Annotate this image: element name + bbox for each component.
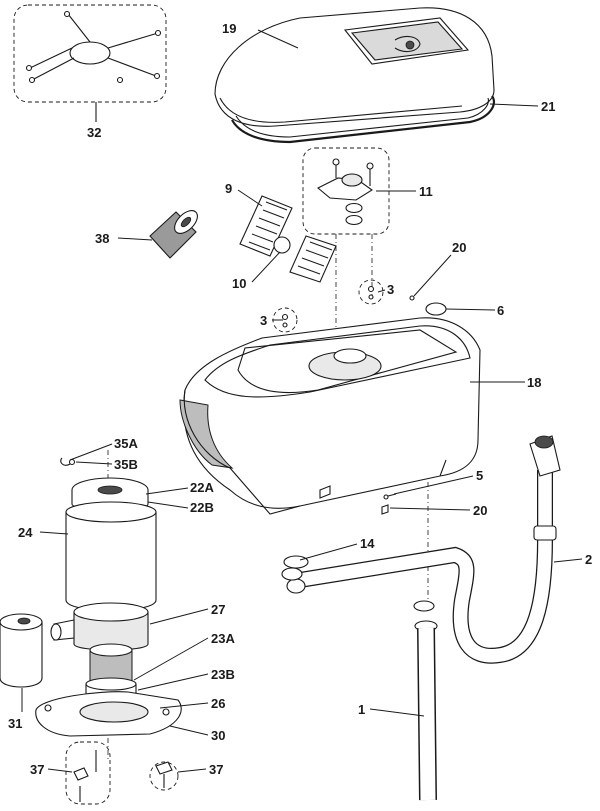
detail-32-hardware-kit xyxy=(13,4,167,122)
filter-part-10 xyxy=(273,235,337,283)
detail-11-valve-assembly xyxy=(302,147,390,235)
label-20-top: 20 xyxy=(452,240,466,255)
label-35b: 35B xyxy=(114,457,138,472)
pump-part-31 xyxy=(0,613,43,688)
tank-part-18 xyxy=(179,317,481,515)
leader-lines xyxy=(21,29,583,773)
label-3-right: 3 xyxy=(387,282,394,297)
screw-part-5 xyxy=(383,493,397,500)
fitting-part-20-top xyxy=(409,295,415,301)
label-11: 11 xyxy=(419,184,433,199)
label-26: 26 xyxy=(211,696,225,711)
label-23b: 23B xyxy=(211,667,235,682)
motor-part-27 xyxy=(50,602,149,651)
label-2: 2 xyxy=(585,552,592,567)
filter-part-9 xyxy=(239,195,293,257)
hose-part-1 xyxy=(413,600,438,801)
label-27: 27 xyxy=(211,602,225,617)
label-22a: 22A xyxy=(190,480,214,495)
label-14: 14 xyxy=(360,536,375,551)
filter-cartridge-part-38 xyxy=(149,210,198,259)
fitting-part-20-bottom xyxy=(381,504,389,515)
label-35a: 35A xyxy=(114,436,138,451)
label-9: 9 xyxy=(225,181,232,196)
lid-part-19 xyxy=(214,7,495,127)
label-6: 6 xyxy=(497,303,504,318)
label-37-left: 37 xyxy=(30,762,44,777)
label-24: 24 xyxy=(18,525,33,540)
label-38: 38 xyxy=(95,231,109,246)
gasket-part-21 xyxy=(231,95,496,144)
detail-37-left xyxy=(65,741,111,805)
label-32: 32 xyxy=(87,125,101,140)
label-20-bottom: 20 xyxy=(473,503,487,518)
label-37-right: 37 xyxy=(209,762,223,777)
detail-3-right xyxy=(358,279,384,305)
label-23a: 23A xyxy=(211,631,235,646)
cap-part-6 xyxy=(425,302,447,316)
part-labels: 19 21 32 9 11 38 10 20 3 6 3 18 35A 35B … xyxy=(8,21,592,777)
label-10: 10 xyxy=(232,276,246,291)
label-30: 30 xyxy=(211,728,225,743)
label-21: 21 xyxy=(541,99,555,114)
base-plate-part-26-30 xyxy=(35,691,182,737)
label-31: 31 xyxy=(8,716,22,731)
motor-housing-part-24 xyxy=(65,501,157,611)
hose-part-2 xyxy=(286,435,561,664)
detail-37-right xyxy=(149,761,179,791)
label-3-left: 3 xyxy=(260,313,267,328)
label-1: 1 xyxy=(358,702,365,717)
label-5: 5 xyxy=(476,468,483,483)
label-18: 18 xyxy=(527,375,541,390)
label-22b: 22B xyxy=(190,500,214,515)
label-19: 19 xyxy=(222,21,236,36)
